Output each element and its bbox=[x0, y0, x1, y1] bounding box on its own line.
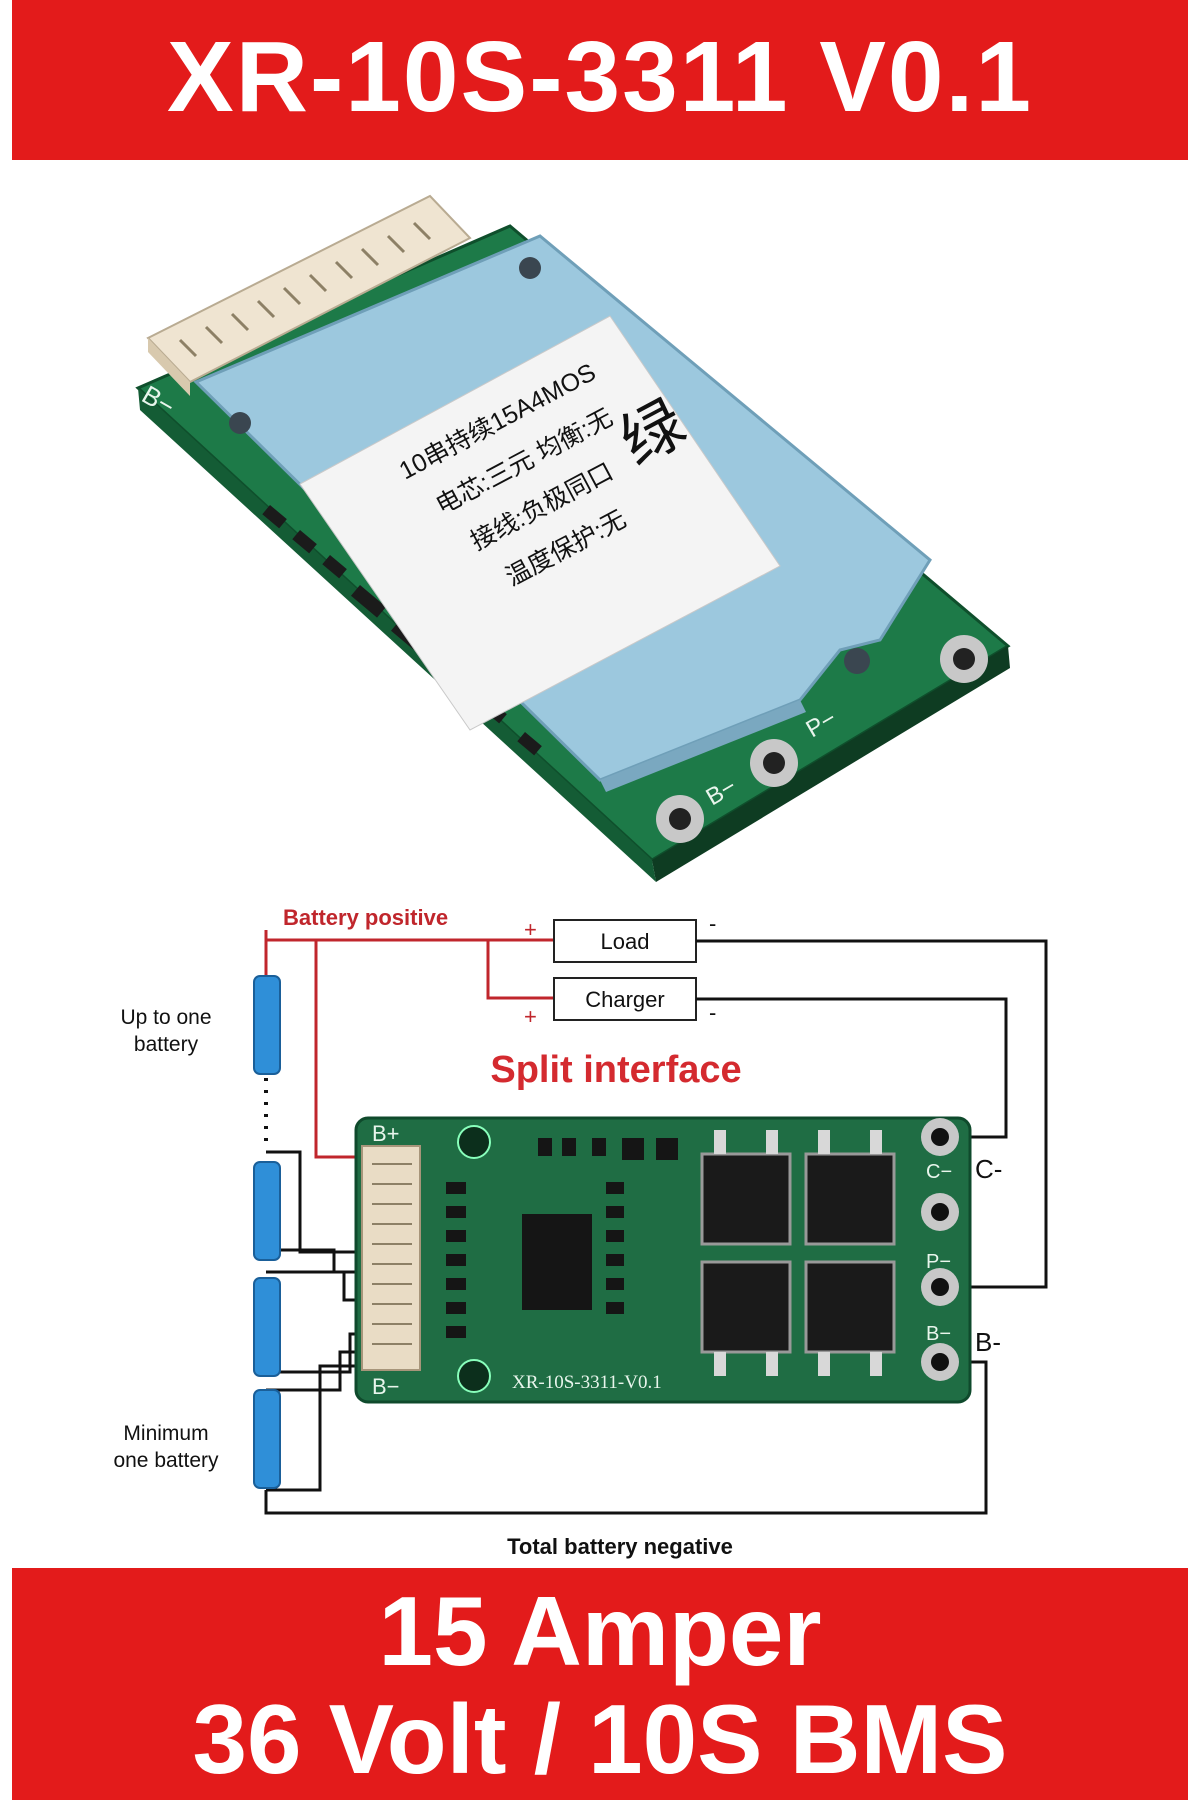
illustration: 10串持续15A4MOS 电芯:三元 均衡:无 接线:负极同口 温度保护:无 绿… bbox=[113, 194, 1048, 1559]
b-minus-label: B- bbox=[975, 1327, 1001, 1357]
charger-plus-sign: + bbox=[524, 1004, 537, 1029]
diagram-pads bbox=[921, 1118, 959, 1381]
product-title: XR-10S-3311 V0.1 bbox=[167, 21, 1033, 133]
board-b-minus-label: B− bbox=[372, 1374, 400, 1399]
diagram-mosfets bbox=[700, 1130, 896, 1376]
total-battery-negative-label: Total battery negative bbox=[507, 1534, 733, 1559]
wiring-diagram: Battery positive + + Load Charger - - bbox=[113, 905, 1048, 1559]
battery-cells bbox=[253, 975, 281, 1489]
photo-sticker bbox=[299, 315, 781, 731]
battery-cell-3 bbox=[253, 1277, 281, 1377]
battery-cell-bottom bbox=[253, 1389, 281, 1489]
charger-minus-sign: - bbox=[709, 1000, 716, 1025]
minimum-one-battery-line-1: Minimum bbox=[123, 1422, 208, 1445]
board-c-minus-label: C− bbox=[926, 1161, 952, 1183]
negative-wires bbox=[264, 939, 1048, 1515]
product-photo: 10串持续15A4MOS 电芯:三元 均衡:无 接线:负极同口 温度保护:无 绿… bbox=[135, 194, 1011, 882]
charger-box bbox=[553, 977, 697, 1021]
board-silkscreen: XR-10S-3311-V0.1 bbox=[512, 1372, 662, 1393]
load-minus-sign: - bbox=[709, 911, 716, 936]
battery-cell-2 bbox=[253, 1161, 281, 1261]
load-label: Load bbox=[601, 929, 650, 954]
board-p-minus-label: P− bbox=[926, 1251, 951, 1273]
title-banner: XR-10S-3311 V0.1 bbox=[12, 0, 1188, 160]
load-box bbox=[553, 919, 697, 963]
spec-banner: 15 Amper 36 Volt / 10S BMS bbox=[12, 1568, 1188, 1800]
board-b-plus-label: B+ bbox=[372, 1121, 400, 1146]
voltage-rating: 36 Volt / 10S BMS bbox=[192, 1684, 1008, 1794]
battery-cell-top bbox=[253, 975, 281, 1075]
diagram-ic-chip bbox=[522, 1214, 592, 1310]
charger-label: Charger bbox=[585, 987, 664, 1012]
minimum-one-battery-line-2: one battery bbox=[113, 1449, 219, 1472]
c-minus-label: C- bbox=[975, 1154, 1002, 1184]
board-b-minus-right-label: B− bbox=[926, 1323, 951, 1345]
battery-positive-label: Battery positive bbox=[283, 905, 448, 930]
up-to-one-battery-line-1: Up to one bbox=[120, 1006, 211, 1029]
diagram-connector bbox=[361, 1145, 421, 1371]
load-plus-sign: + bbox=[524, 917, 537, 942]
up-to-one-battery-line-2: battery bbox=[134, 1033, 199, 1056]
current-rating: 15 Amper bbox=[378, 1576, 822, 1686]
split-interface-label: Split interface bbox=[490, 1049, 741, 1091]
photo-pads bbox=[656, 635, 988, 843]
